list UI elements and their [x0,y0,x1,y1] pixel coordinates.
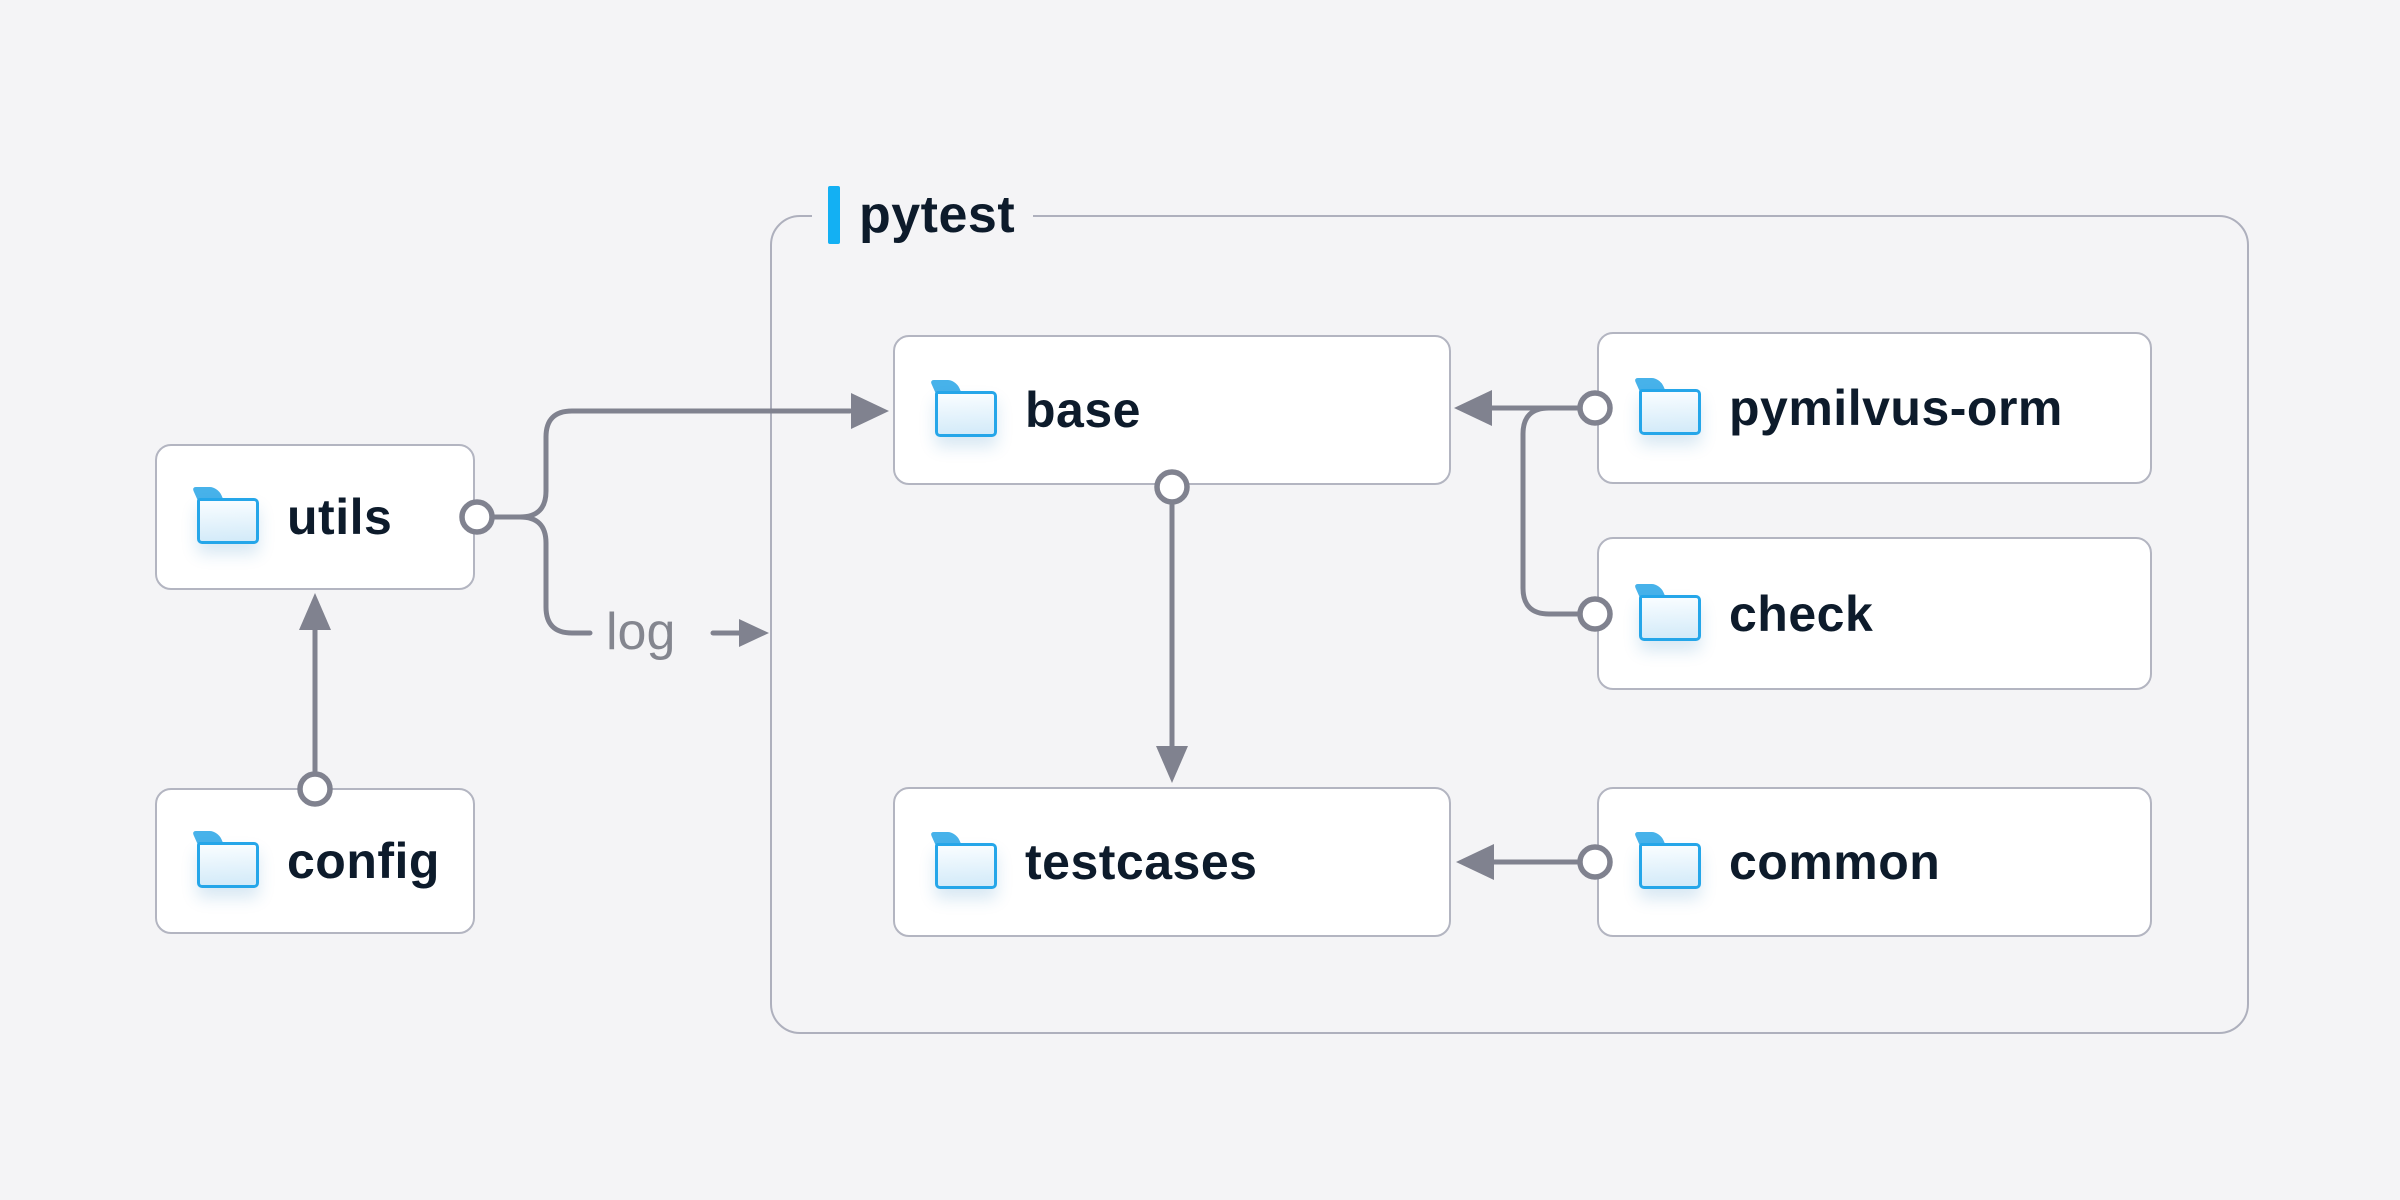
node-config: config [155,788,475,934]
node-pymilvus-orm: pymilvus-orm [1597,332,2152,484]
node-label: testcases [1025,834,1258,890]
edge-config-utils [297,593,333,807]
log-edge-label: log [606,603,676,661]
arrowhead-right-icon [739,619,769,647]
folder-icon [191,831,259,888]
pytest-group-box [770,215,2249,1034]
pytest-group-label: pytest [812,184,1034,246]
node-label: pymilvus-orm [1729,380,2063,436]
folder-icon [1633,832,1701,889]
arrowhead-up-icon [299,593,331,630]
node-label: common [1729,834,1941,890]
node-common: common [1597,787,2152,937]
node-label: utils [287,489,393,545]
folder-icon [1633,378,1701,435]
node-base: base [893,335,1451,485]
node-testcases: testcases [893,787,1451,937]
node-label: config [287,833,440,889]
folder-icon [1633,583,1701,641]
edge-line [517,514,593,636]
accent-bar-icon [828,186,840,244]
node-utils: utils [155,444,475,590]
folder-icon [929,832,997,889]
folder-icon [191,487,259,544]
pytest-label-text: pytest [859,186,1016,244]
node-check: check [1597,537,2152,690]
node-label: base [1025,382,1141,438]
node-label: check [1729,585,1874,642]
folder-icon [929,380,997,437]
